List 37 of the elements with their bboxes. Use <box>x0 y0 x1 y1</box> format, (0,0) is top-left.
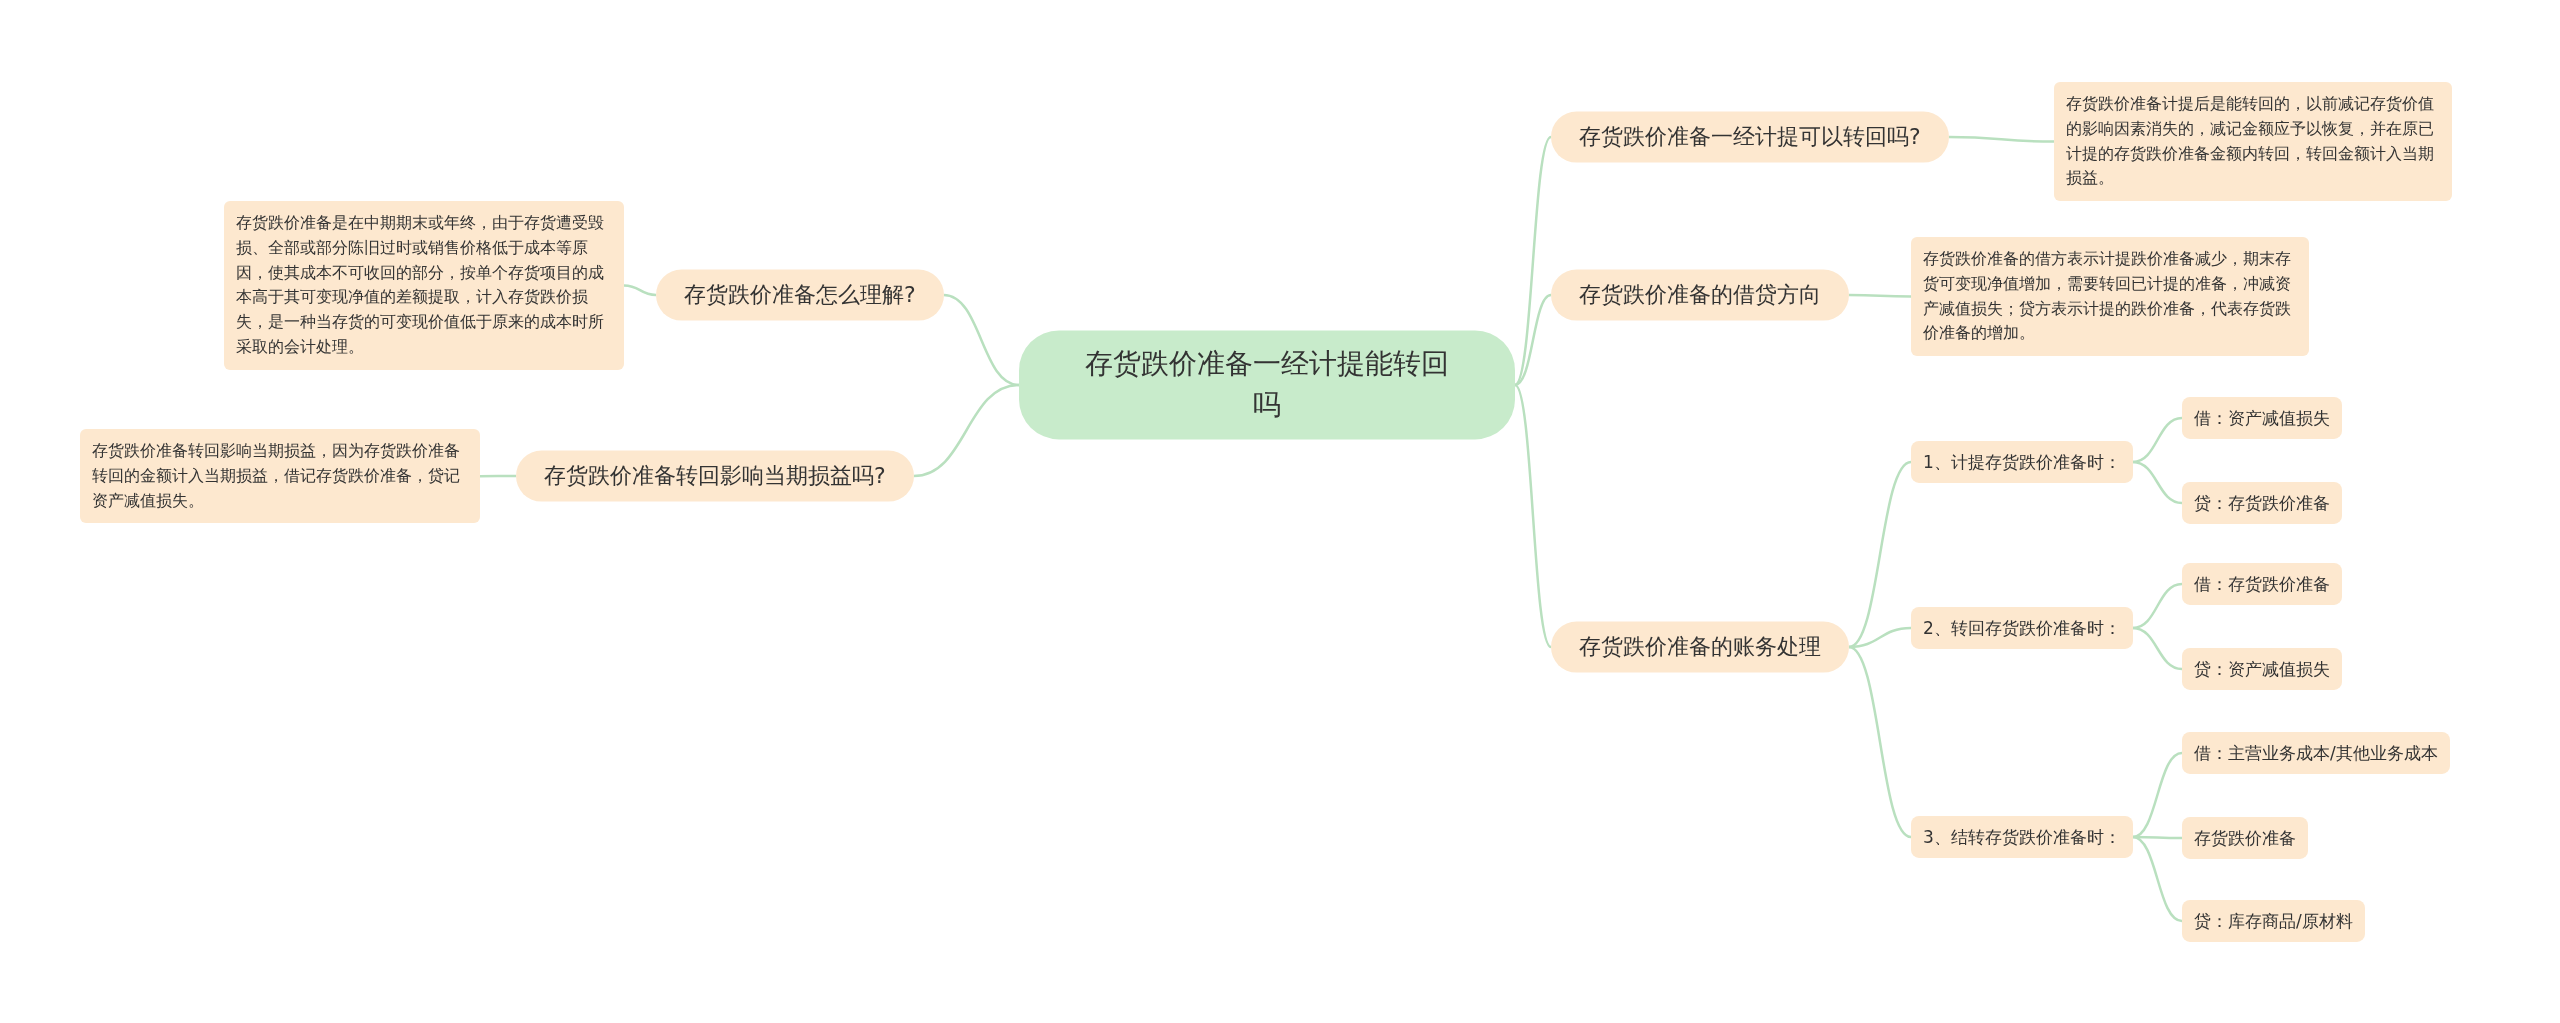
entry-box: 存货跌价准备 <box>2182 816 2308 860</box>
connector-line <box>2132 751 2183 839</box>
entry-box: 贷：资产减值损失 <box>2182 647 2342 691</box>
entry-box: 借：存货跌价准备 <box>2182 562 2342 606</box>
entry-box: 借：资产减值损失 <box>2182 396 2342 440</box>
entry-box: 贷：存货跌价准备 <box>2182 481 2342 525</box>
entry-box: 借：主营业务成本/其他业务成本 <box>2182 731 2450 775</box>
connector-line <box>1514 384 1552 648</box>
connector-line <box>2132 582 2183 630</box>
topic-pill: 存货跌价准备的账务处理 <box>1551 621 1849 673</box>
connector-line <box>943 293 1020 387</box>
entry-box: 贷：库存商品/原材料 <box>2182 899 2365 943</box>
subtopic-box: 1、计提存货跌价准备时： <box>1911 440 2133 484</box>
note-card: 存货跌价准备转回影响当期损益，因为存货跌价准备转回的金额计入当期损益，借记存货跌价准备，贷记资产减值损失。 <box>80 429 480 524</box>
connector-line <box>1849 293 1911 298</box>
connector-line <box>1948 135 2054 143</box>
topic-pill: 存货跌价准备怎么理解? <box>656 269 944 321</box>
topic-pill: 存货跌价准备的借贷方向 <box>1551 269 1849 321</box>
subtopic-box: 2、转回存货跌价准备时： <box>1911 606 2133 650</box>
connector-line <box>1848 460 1912 649</box>
connector-line <box>480 474 516 478</box>
connector-line <box>2132 835 2183 923</box>
note-card: 存货跌价准备的借方表示计提跌价准备减少，期末存货可变现净值增加，需要转回已计提的准备，冲减资产减值损失；贷方表示计提的跌价准备，代表存货跌价准备的增加。 <box>1911 237 2309 357</box>
connector-line <box>2132 460 2183 505</box>
connector-line <box>623 284 657 297</box>
subtopic-box: 3、结转存货跌价准备时： <box>1911 815 2133 859</box>
topic-pill: 存货跌价准备一经计提可以转回吗? <box>1551 111 1949 163</box>
central-topic: 存货跌价准备一经计提能转回吗 <box>1019 330 1515 440</box>
connector-line <box>1514 136 1552 386</box>
connector-line <box>1848 645 1912 839</box>
note-card: 存货跌价准备是在中期期末或年终，由于存货遭受毁损、全部或部分陈旧过时或销售价格低于成本等原因，使其成本不可收回的部分，按单个存货项目的成本高于其可变现净值的差额提取，计入存货跌价损失，是一种当存货的可变现价值低于原来的成本时所采取的会计处理。 <box>224 201 624 370</box>
connector-line <box>2132 416 2183 464</box>
connector-line <box>913 383 1020 478</box>
note-card: 存货跌价准备计提后是能转回的，以前减记存货价值的影响因素消失的，减记金额应予以恢复，并在原已计提的存货跌价准备金额内转回，转回金额计入当期损益。 <box>2054 82 2452 202</box>
connector-line <box>2132 626 2183 671</box>
connector-line <box>1514 293 1552 387</box>
topic-pill: 存货跌价准备转回影响当期损益吗? <box>516 450 914 502</box>
